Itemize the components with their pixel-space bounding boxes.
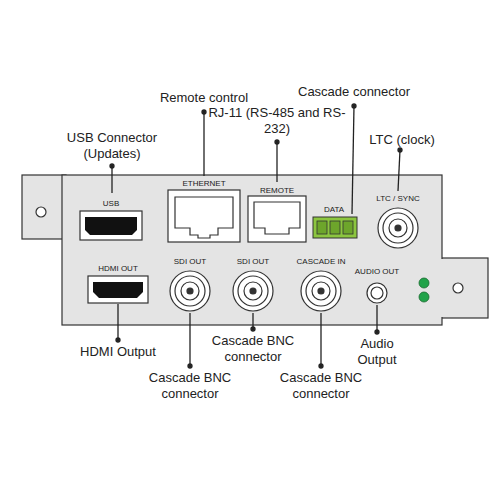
- bnc-connector: [233, 271, 273, 311]
- bnc-connector: [378, 208, 418, 248]
- port-label: SDI OUT: [174, 257, 206, 267]
- terminal-block: [313, 217, 357, 238]
- bnc-connector: [170, 271, 210, 311]
- callout-label: Cascade BNC connector: [275, 370, 367, 401]
- status-led: [419, 292, 429, 302]
- mounting-hole: [453, 283, 463, 293]
- bnc-connector: [301, 271, 341, 311]
- rj11-jack: [248, 196, 306, 242]
- port-label: HDMI OUT: [98, 264, 138, 274]
- status-led: [419, 278, 429, 288]
- port-label: ETHERNET: [182, 179, 225, 189]
- mounting-hole: [36, 207, 46, 217]
- callout-label: LTC (clock): [369, 132, 434, 148]
- usb-port: [80, 211, 142, 240]
- callout-label: RJ-11 (RS-485 and RS-232): [202, 105, 352, 136]
- mounting-ear: [22, 175, 66, 239]
- port-label: LTC / SYNC: [376, 194, 419, 204]
- port-label: DATA: [324, 205, 344, 215]
- port-label: USB: [103, 199, 119, 209]
- callout-label: Cascade BNC connector: [207, 333, 299, 364]
- panel-plate: [62, 175, 442, 325]
- port-label: CASCADE IN: [297, 257, 346, 267]
- callout-label: HDMI Output: [80, 344, 156, 360]
- callout-label: Cascade BNC connector: [144, 370, 236, 401]
- audio-jack: [367, 283, 387, 303]
- port-label: SDI OUT: [237, 257, 269, 267]
- callout-label: Audio Output: [349, 336, 405, 367]
- callout-label: USB Connector (Updates): [57, 130, 167, 161]
- ethernet-jack: [168, 190, 240, 242]
- port-label: AUDIO OUT: [355, 267, 399, 277]
- port-label: REMOTE: [260, 186, 294, 196]
- callout-label: Cascade connector: [298, 84, 410, 100]
- mounting-ear: [436, 258, 488, 318]
- callout-label: Remote control: [160, 90, 248, 106]
- hdmi-port: [88, 276, 148, 303]
